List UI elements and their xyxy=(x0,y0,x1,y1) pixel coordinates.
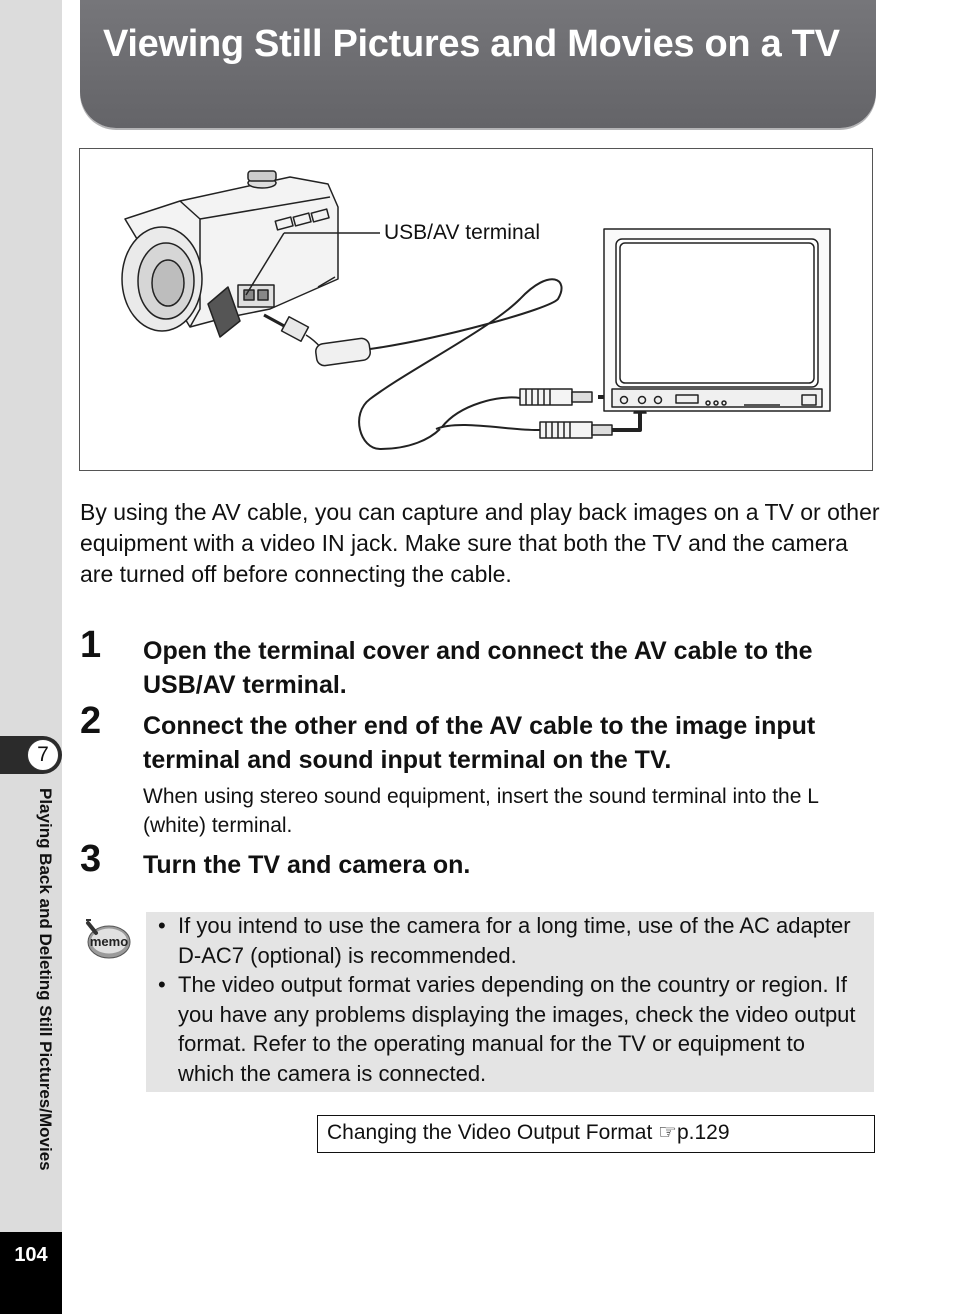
memo-icon: memo xyxy=(82,917,132,961)
intro-paragraph: By using the AV cable, you can capture a… xyxy=(80,499,880,587)
rca-plugs xyxy=(519,388,613,439)
step-3-number: 3 xyxy=(80,838,102,880)
page-number-block xyxy=(0,1232,62,1314)
step-3-text: Turn the TV and camera on. xyxy=(143,851,471,879)
memo-item-text: If you intend to use the camera for a lo… xyxy=(178,913,851,968)
step-2-number: 2 xyxy=(80,700,102,742)
chapter-title: Playing Back and Deleting Still Pictures… xyxy=(36,788,55,1171)
memo-item-text: The video output format varies depending… xyxy=(178,972,856,1086)
bullet: • xyxy=(158,913,166,938)
page-title: Viewing Still Pictures and Movies on a T… xyxy=(103,23,840,65)
camera-illustration xyxy=(121,170,339,338)
page-reference-icon: ☞ xyxy=(658,1121,677,1144)
reference-page: p.129 xyxy=(676,1121,730,1144)
step-1-number: 1 xyxy=(80,624,102,666)
memo-icon-label: memo xyxy=(90,934,128,949)
step-1-text: Open the terminal cover and connect the … xyxy=(143,637,813,699)
memo-box: • If you intend to use the camera for a l… xyxy=(146,912,874,1092)
step-2-note: When using stereo sound equipment, inser… xyxy=(143,785,819,837)
connection-illustration: USB/AV terminal xyxy=(79,148,873,471)
memo-item: • The video output format varies dependin… xyxy=(158,970,860,1088)
ferrite-core xyxy=(315,337,371,367)
page-number: 104 xyxy=(14,1244,48,1266)
side-strip xyxy=(0,0,62,1232)
step-2-text: Connect the other end of the AV cable to… xyxy=(143,712,816,774)
reference-text: Changing the Video Output Format xyxy=(327,1121,659,1144)
usb-av-terminal-label: USB/AV terminal xyxy=(384,221,540,244)
chapter-number: 7 xyxy=(27,739,59,771)
memo-item: • If you intend to use the camera for a l… xyxy=(158,911,860,970)
memo-list: • If you intend to use the camera for a l… xyxy=(158,911,860,1088)
reference-link[interactable]: Changing the Video Output Format ☞p.129 xyxy=(317,1115,875,1153)
title-band xyxy=(80,0,876,128)
camera-tv-diagram xyxy=(121,170,831,450)
tv-illustration xyxy=(603,228,831,412)
bullet: • xyxy=(158,972,166,997)
